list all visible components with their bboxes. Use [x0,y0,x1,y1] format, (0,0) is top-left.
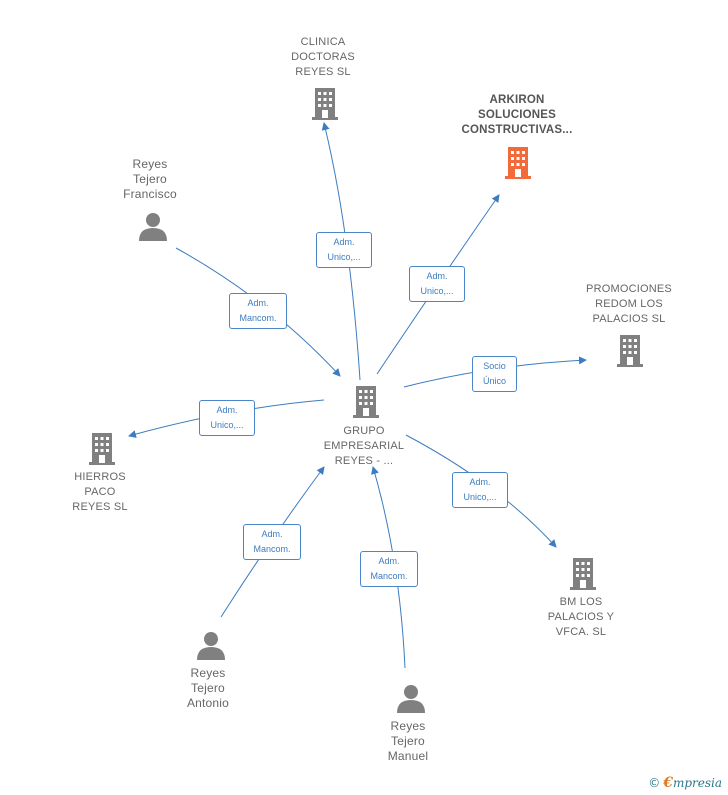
edge-label-to-hierros[interactable]: Adm. Unico,... [199,400,255,436]
edge-label-line: Adm. [378,556,400,566]
node-label-line: Antonio [186,696,230,710]
node-label-manuel[interactable]: Reyes Tejero Manuel [358,719,458,764]
edge-label-line: Unico,... [463,492,497,502]
edge-label-to-arkiron[interactable]: Adm. Unico,... [409,266,465,302]
edge-label-line: Unico,... [327,252,361,262]
node-label-line: Manuel [387,749,429,763]
node-label-line: PROMOCIONES [586,283,672,295]
node-label-arkiron[interactable]: ARKIRON SOLUCIONES CONSTRUCTIVAS... [446,93,588,138]
node-label-line: Francisco [123,187,177,201]
node-label-line: CLINICA [300,36,346,48]
node-label-line: Reyes [132,157,168,171]
node-label-line: REYES - ... [334,455,394,467]
node-label-line: Tejero [133,172,167,186]
node-label-line: Reyes [390,719,426,733]
node-label-hierros[interactable]: HIERROS PACO REYES SL [50,470,150,515]
edge-label-line: Único [482,376,506,386]
node-label-line: CONSTRUCTIVAS... [461,124,573,136]
brand-footer[interactable]: ©€mpresia [648,775,722,791]
node-label-promociones[interactable]: PROMOCIONES REDOM LOS PALACIOS SL [569,282,689,327]
node-label-line: BM LOS [559,596,603,608]
node-label-grupo[interactable]: GRUPO EMPRESARIAL REYES - ... [304,424,424,469]
node-label-line: PALACIOS Y [547,611,615,623]
node-label-line: HIERROS [74,471,126,483]
edge-label-line: Adm. [261,529,283,539]
brand-logo-initial: € [663,775,673,791]
edge-label-line: Unico,... [420,286,454,296]
node-label-line: REYES SL [72,501,128,513]
node-label-line: REYES SL [295,66,351,78]
building-icon[interactable] [87,431,117,465]
building-icon[interactable] [568,556,598,590]
building-icon[interactable] [310,86,340,120]
edge-label-to-clinica[interactable]: Adm. Unico,... [316,232,372,268]
edge-label-line: Mancom. [253,544,291,554]
node-label-line: REDOM LOS [595,298,663,310]
copyright-symbol: © [648,776,661,790]
edge-label-line: Adm. [247,298,269,308]
edge-label-line: Mancom. [370,571,408,581]
node-label-francisco[interactable]: Reyes Tejero Francisco [100,157,200,202]
edge-label-from-manuel[interactable]: Adm. Mancom. [360,551,418,587]
node-label-antonio[interactable]: Reyes Tejero Antonio [158,666,258,711]
node-label-line: EMPRESARIAL [323,440,405,452]
node-label-line: Tejero [391,734,425,748]
node-label-line: SOLUCIONES [477,109,557,121]
node-label-line: ARKIRON [489,94,545,106]
person-icon[interactable] [196,630,226,660]
edge-label-line: Socio [483,361,506,371]
edge-label-line: Mancom. [239,313,277,323]
edge-label-from-francisco[interactable]: Adm. Mancom. [229,293,287,329]
brand-name: mpresia [672,776,722,790]
edge-label-to-promociones[interactable]: Socio Único [472,356,517,392]
node-label-line: VFCA. SL [555,626,607,638]
edge-label-line: Adm. [216,405,238,415]
node-label-line: Tejero [191,681,225,695]
building-icon[interactable] [503,145,533,179]
edge-label-to-bm[interactable]: Adm. Unico,... [452,472,508,508]
node-label-line: GRUPO [343,425,385,437]
node-label-line: PALACIOS SL [592,313,666,325]
node-label-line: Reyes [190,666,226,680]
node-label-line: PACO [84,486,116,498]
node-label-clinica[interactable]: CLINICA DOCTORAS REYES SL [263,35,383,80]
person-icon[interactable] [396,683,426,713]
edge-label-line: Unico,... [210,420,244,430]
edge-label-line: Adm. [469,477,491,487]
building-icon[interactable] [351,384,381,418]
edge-label-from-antonio[interactable]: Adm. Mancom. [243,524,301,560]
node-label-line: DOCTORAS [291,51,355,63]
edge-label-line: Adm. [333,237,355,247]
edge-label-line: Adm. [426,271,448,281]
person-icon[interactable] [138,211,168,241]
building-icon[interactable] [615,333,645,367]
node-label-bm[interactable]: BM LOS PALACIOS Y VFCA. SL [531,595,631,640]
